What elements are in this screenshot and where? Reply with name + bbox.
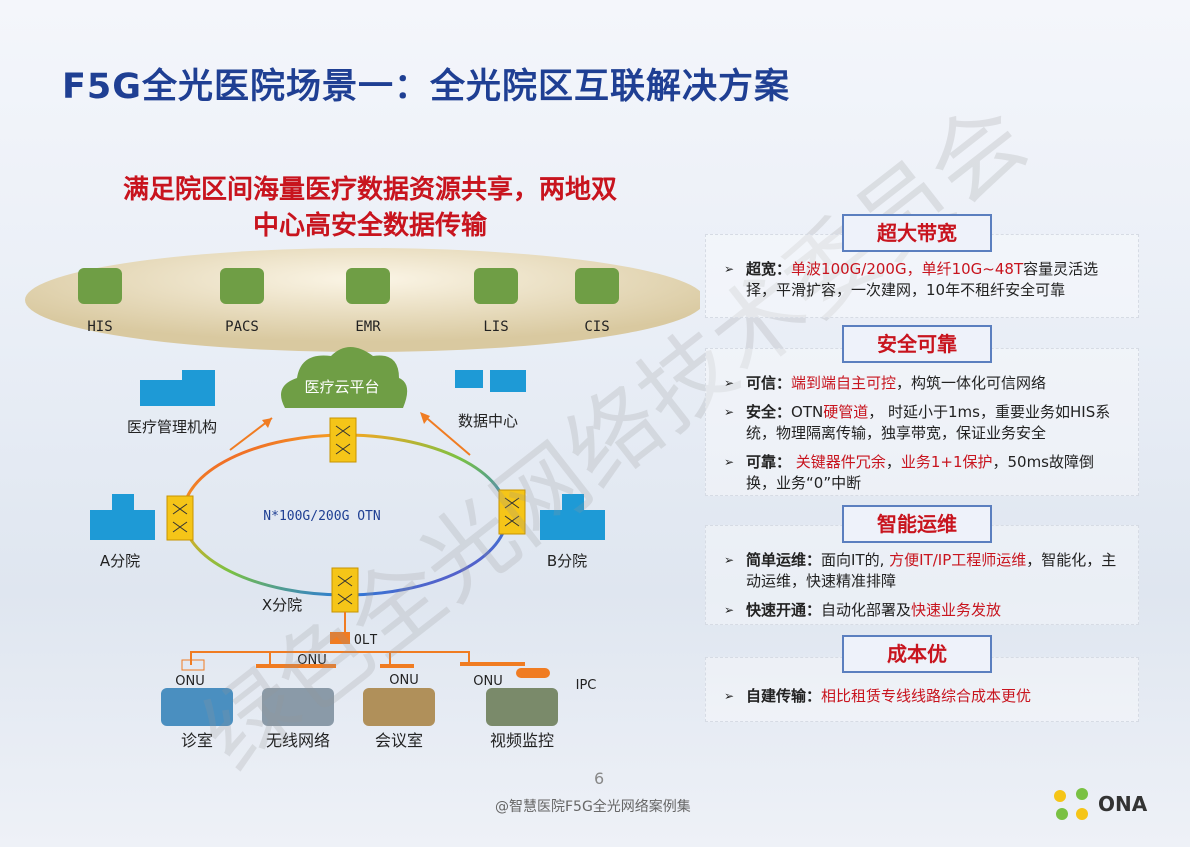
- endpoint-photo: [486, 688, 558, 726]
- bullet-key: 超宽: [746, 260, 777, 278]
- mgmt-label: 医疗管理机构: [127, 418, 217, 436]
- bullet-text: ，50ms故障倒换，业务“0”中断: [746, 453, 1094, 492]
- bullet-text: 自动化部署及: [821, 601, 912, 619]
- panel-header: 智能运维: [842, 505, 992, 543]
- bullet-text: 快速业务发放: [911, 601, 1002, 619]
- server-icon: [78, 268, 122, 304]
- bullet-text: 硬管道: [823, 403, 869, 421]
- bullet-text: 业务1+1保护: [900, 453, 993, 471]
- subtitle-line-1: 满足院区间海量医疗数据资源共享，两地双: [122, 175, 617, 205]
- app-label: LIS: [483, 319, 508, 335]
- footer: @智慧医院F5G全光网络案例集: [495, 799, 691, 815]
- otn-node-icon: [331, 567, 359, 613]
- app-label: PACS: [225, 319, 259, 335]
- bullet-arrow-icon: ➢: [724, 262, 735, 276]
- subtitle: 满足院区间海量医疗数据资源共享，两地双 中心高安全数据传输: [60, 172, 680, 244]
- endpoint-label: 视频监控: [490, 731, 554, 750]
- app-label: EMR: [355, 319, 381, 335]
- bullet-arrow-icon: ➢: [724, 376, 735, 390]
- onu-label: ONU: [389, 673, 418, 688]
- endpoint-label: 会议室: [375, 731, 423, 750]
- bullet-key: 可靠: [746, 453, 777, 471]
- bullet-text: 面向IT的,: [821, 551, 890, 569]
- onu-label: ONU: [175, 674, 204, 689]
- datacenter-label: 数据中心: [458, 412, 518, 430]
- bullet-text: ，智能化，主动运维，快速精准排障: [746, 551, 1117, 590]
- app-label: HIS: [87, 319, 112, 335]
- branch-b-building-icon: [540, 494, 605, 540]
- subtitle-line-2: 中心高安全数据传输: [252, 211, 487, 241]
- bullet-key: 安全: [746, 403, 777, 421]
- bullet-key: 可信: [746, 374, 777, 392]
- bullet-arrow-icon: ➢: [724, 405, 735, 419]
- layers-icon: [474, 268, 518, 304]
- branch-b-label: B分院: [547, 552, 587, 570]
- onu-label: ONU: [473, 674, 502, 689]
- bullet-item: ➢快速开通：自动化部署及快速业务发放: [724, 601, 1002, 619]
- panel-1: ➢可信：端到端自主可控，构筑一体化可信网络➢安全：OTN硬管道， 时延小于1ms…: [705, 348, 1139, 496]
- bullet-item: ➢安全：OTN硬管道， 时延小于1ms，重要业务如HIS系统，物理隔离传输，独享…: [724, 403, 1111, 442]
- bullet-item: ➢可信：端到端自主可控，构筑一体化可信网络: [724, 374, 1047, 392]
- panel-header: 超大带宽: [842, 214, 992, 252]
- uplink-arrow: [421, 413, 471, 456]
- bullet-text: ，: [885, 453, 901, 471]
- olt-icon: [330, 632, 350, 644]
- page-title: F5G全光医院场景一：全光院区互联解决方案: [62, 67, 790, 107]
- otn-node-icon: [329, 417, 357, 463]
- bullet-key: 自建传输: [746, 687, 807, 705]
- bullet-text: 容量灵活选择，平滑扩容，一次建网，10年不租纤安全可靠: [746, 260, 1099, 299]
- logo-text: ONA: [1098, 792, 1148, 816]
- cloud-icon: [281, 347, 408, 408]
- cloud-label: 医疗云平台: [304, 378, 379, 396]
- hospital-building-icon: [140, 370, 215, 406]
- bullet-key: 快速开通: [746, 601, 807, 619]
- ring-label: N*100G/200G OTN: [263, 509, 380, 524]
- panel-header: 安全可靠: [842, 325, 992, 363]
- bullet-text: 单波100G/200G，单纤10G~48T: [791, 260, 1024, 278]
- data-center-icon: [455, 370, 526, 392]
- branch-x-label: X分院: [262, 596, 302, 614]
- bullet-text: 相比租赁专线线路综合成本更优: [821, 687, 1032, 705]
- onu-icons: [181, 659, 550, 678]
- bullet-text: ， 时延小于1ms，重要业务如HIS系统，物理隔离传输，独享带宽，保证业务安全: [746, 403, 1111, 442]
- page-number: 6: [594, 769, 605, 788]
- ona-logo: ONA: [1052, 786, 1147, 822]
- bullet-arrow-icon: ➢: [724, 455, 735, 469]
- bullet-item: ➢自建传输：相比租赁专线线路综合成本更优: [724, 687, 1032, 705]
- network-diagram: HIS PACS EMR LIS CIS 医疗云平台 N*100G/200G OTN 医…: [25, 248, 700, 750]
- bullet-arrow-icon: ➢: [724, 553, 735, 567]
- onu-label: ONU: [297, 653, 326, 668]
- bullet-text: 端到端自主可控: [791, 374, 897, 392]
- branch-a-label: A分院: [100, 552, 140, 570]
- app-label: CIS: [584, 319, 609, 335]
- endpoint-photo: [363, 688, 435, 726]
- cube-icon: [575, 268, 619, 304]
- olt-label: OLT: [354, 633, 378, 648]
- monitor-record-icon: [346, 268, 390, 304]
- branch-a-building-icon: [90, 494, 155, 540]
- bullet-item: ➢可靠： 关键器件冗余，业务1+1保护，50ms故障倒换，业务“0”中断: [724, 453, 1094, 492]
- ipc-label: IPC: [576, 678, 597, 693]
- otn-node-icon: [166, 495, 194, 541]
- endpoint-label: 诊室: [181, 731, 213, 750]
- panel-0: ➢超宽：单波100G/200G，单纤10G~48T容量灵活选择，平滑扩容，一次建…: [705, 234, 1139, 318]
- bullet-text: 方便IT/IP工程师运维: [889, 551, 1027, 569]
- document-stack-icon: [220, 268, 264, 304]
- access-tree: [190, 612, 470, 665]
- endpoint-photo: [262, 688, 334, 726]
- bullet-arrow-icon: ➢: [724, 689, 735, 703]
- bullet-text: OTN: [791, 403, 824, 421]
- panel-header: 成本优: [842, 635, 992, 673]
- bullet-item: ➢简单运维：面向IT的, 方便IT/IP工程师运维，智能化，主动运维，快速精准排…: [724, 551, 1117, 590]
- endpoint-photo: [161, 688, 233, 726]
- otn-node-icon: [498, 489, 526, 535]
- bullet-item: ➢超宽：单波100G/200G，单纤10G~48T容量灵活选择，平滑扩容，一次建…: [724, 260, 1099, 299]
- bullet-text: 关键器件冗余: [791, 453, 886, 471]
- bullet-key: 简单运维: [746, 551, 807, 569]
- bullet-text: ，构筑一体化可信网络: [896, 374, 1047, 392]
- endpoint-label: 无线网络: [266, 731, 330, 750]
- ona-logo-icon: [1054, 788, 1088, 820]
- panel-2: ➢简单运维：面向IT的, 方便IT/IP工程师运维，智能化，主动运维，快速精准排…: [705, 525, 1139, 625]
- bullet-arrow-icon: ➢: [724, 603, 735, 617]
